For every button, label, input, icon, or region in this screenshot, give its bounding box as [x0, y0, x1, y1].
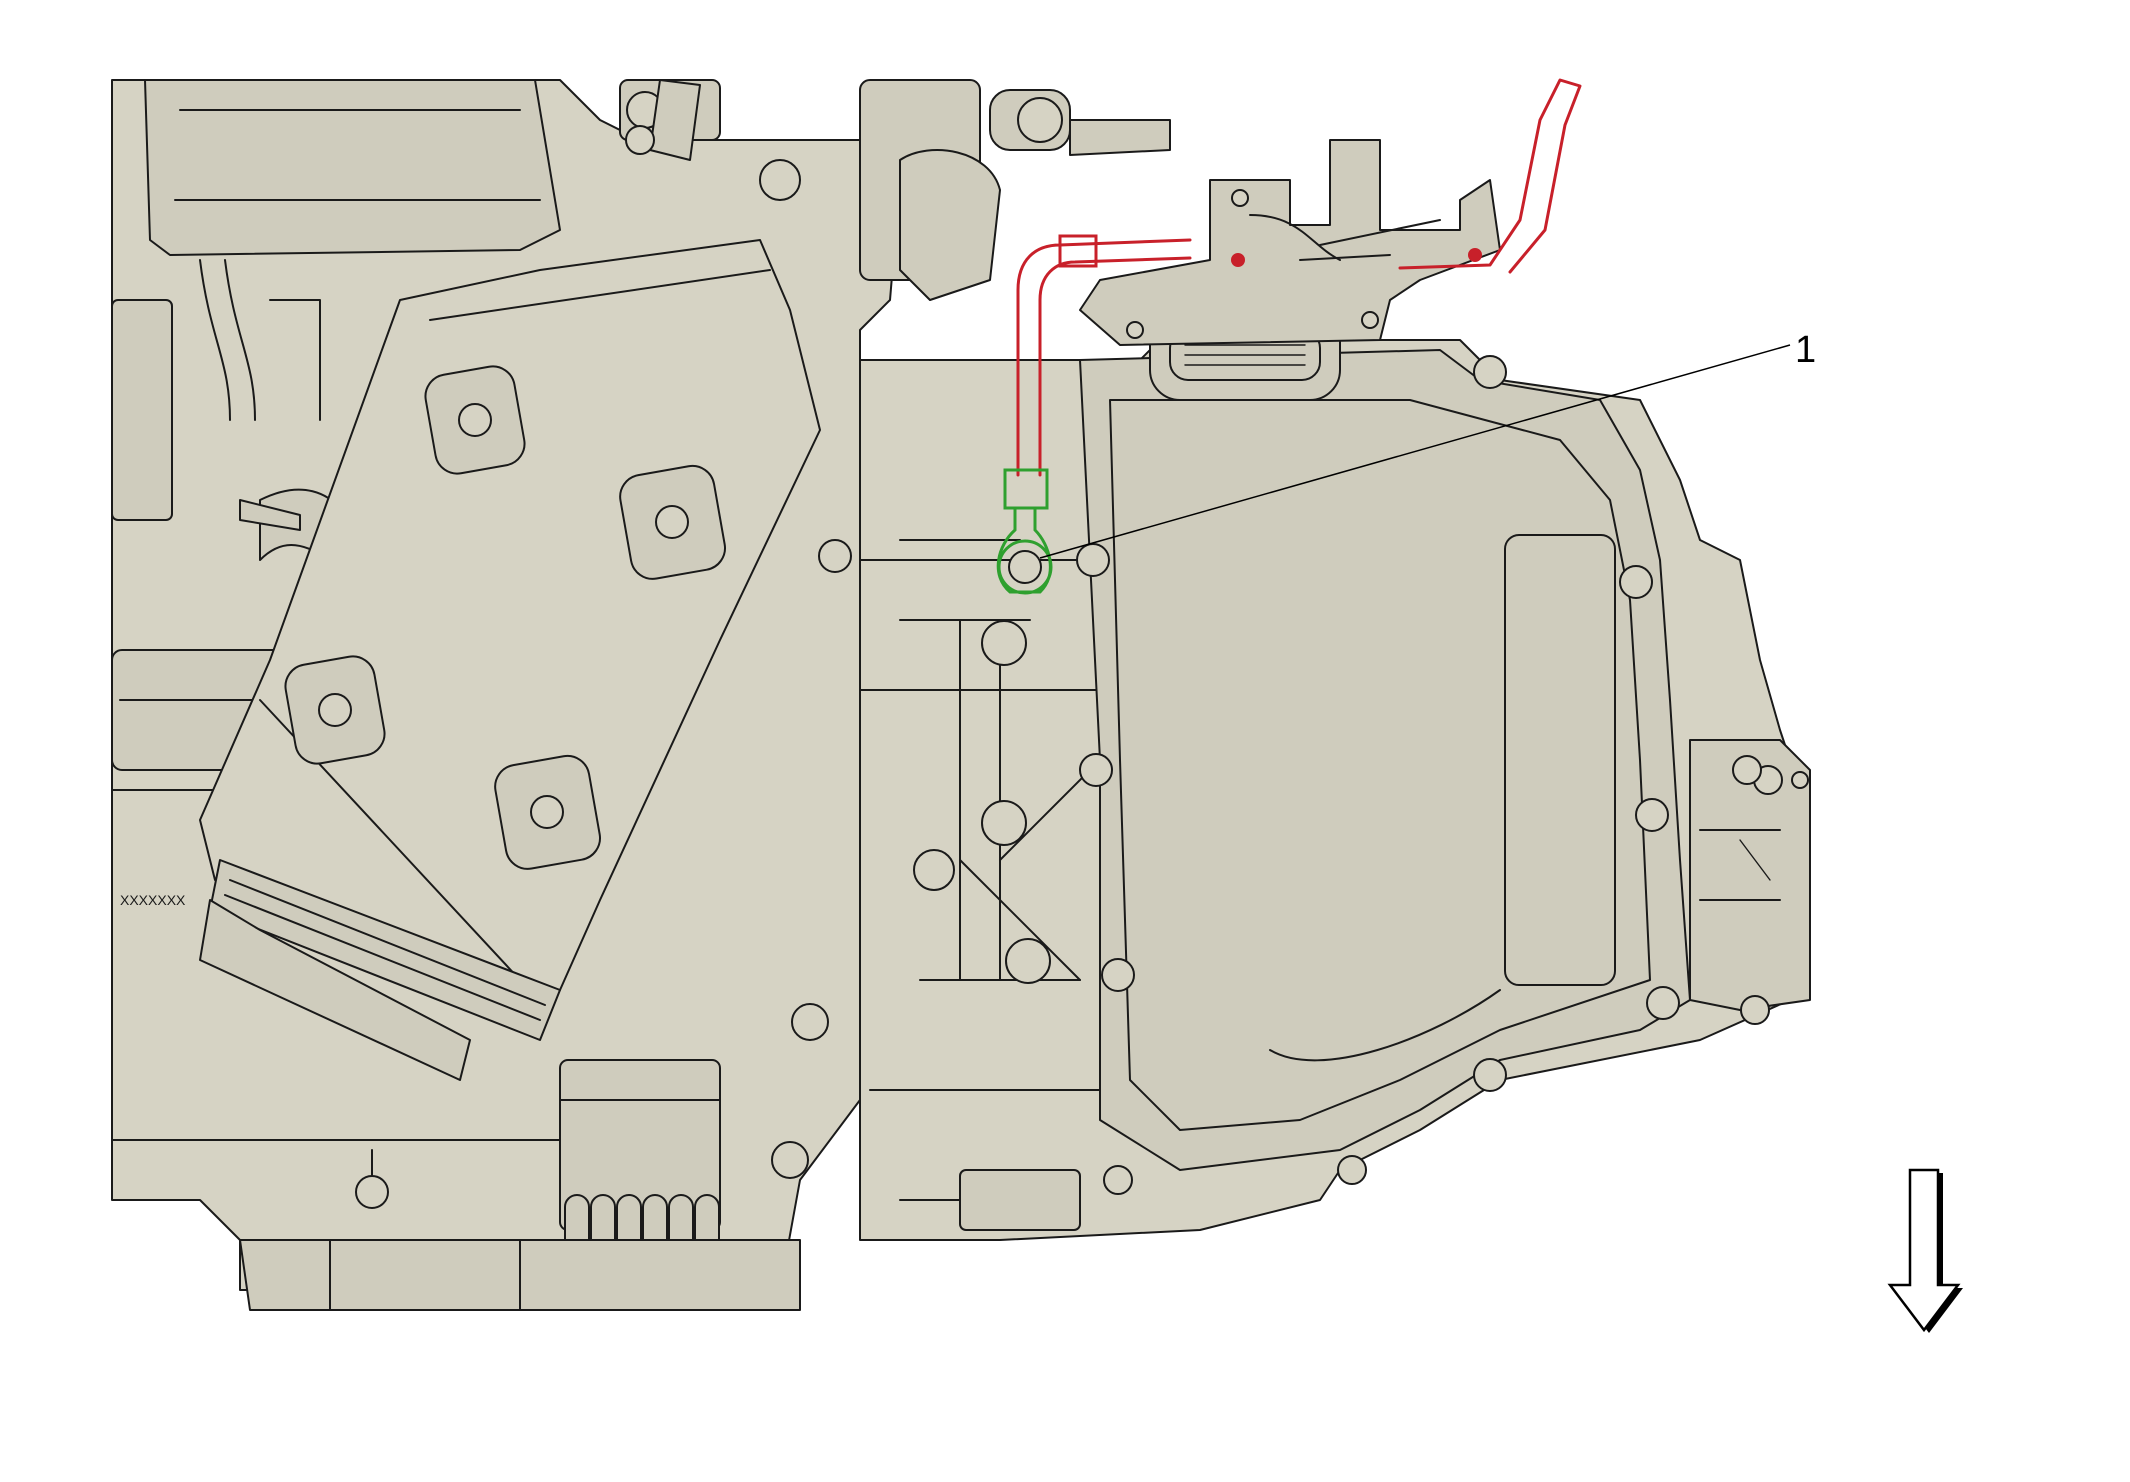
- wiring-harness: [1016, 78, 1582, 477]
- transmission-bolts: [818, 355, 1762, 1195]
- top-fittings: [619, 79, 1171, 301]
- ground-terminal[interactable]: [996, 468, 1053, 595]
- exhaust-catalytic-converter: [199, 239, 821, 1081]
- callout-label-1: 1: [1795, 329, 1816, 371]
- transmission-end-cover: [1689, 739, 1811, 1025]
- callout-1: 1: [1039, 329, 1816, 559]
- arrow-down-icon: [1887, 1168, 1963, 1333]
- lower-engine: XXXXXXX: [120, 892, 829, 1311]
- engine-stamp-label: XXXXXXX: [120, 892, 186, 908]
- harness-bracket: [1079, 139, 1501, 346]
- bell-housing-ribs: [899, 539, 1101, 1231]
